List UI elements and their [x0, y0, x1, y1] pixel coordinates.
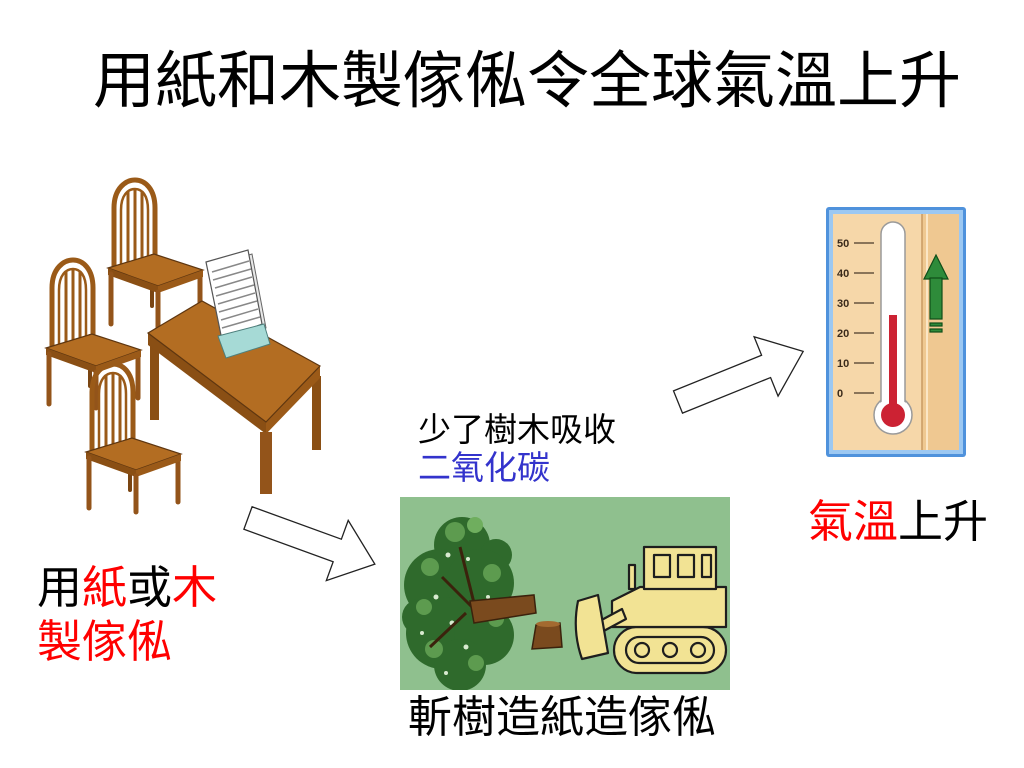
hollow-arrow-icon [672, 335, 805, 414]
tree-stump [531, 621, 563, 650]
caption-segment: 氣溫 [808, 495, 899, 548]
tree-trunk [469, 594, 537, 624]
furniture-caption-line-2: 製傢俬 [37, 615, 173, 668]
slide-title: 用紙和木製傢俬令全球氣溫上升 [93, 44, 962, 117]
furniture-caption-line-1: 用紙或木 [37, 561, 217, 615]
table [146, 300, 321, 494]
carbon-note-line-1: 少了樹木吸收 [418, 410, 616, 449]
caption-segment: 或 [127, 561, 173, 614]
chair-front [86, 364, 181, 512]
scale-label: 30 [837, 298, 849, 310]
furniture-illustration [40, 176, 321, 516]
caption-segment: 木 [172, 561, 218, 614]
mercury-bulb [881, 403, 905, 427]
scale-label: 40 [837, 268, 849, 280]
thermometer-scale: 50 40 30 20 10 0 [837, 238, 874, 400]
bulldozer-blade [574, 593, 610, 661]
up-arrow-icon [923, 253, 949, 333]
caption-segment: 紙 [82, 561, 128, 614]
tree-felling-illustration [400, 497, 730, 690]
paper-stack [205, 249, 271, 359]
paper-tray [217, 323, 271, 359]
caption-segment: 上升 [898, 495, 989, 548]
bulldozer [574, 545, 728, 675]
tree-crown [402, 517, 514, 690]
scale-label: 50 [837, 238, 849, 250]
mercury-column [889, 315, 897, 411]
bulldozer-body [610, 585, 728, 629]
caption-segment: 用 [37, 561, 83, 614]
temperature-caption: 氣溫上升 [808, 495, 988, 549]
chair-back [108, 180, 203, 328]
scale-label: 0 [837, 388, 843, 400]
hollow-arrow-icon [243, 505, 376, 582]
thermometer-illustration: 50 40 30 20 10 0 [826, 207, 966, 457]
carbon-note-line-2: 二氧化碳 [418, 448, 550, 487]
furniture-caption: 用紙或木 製傢俬 [37, 561, 217, 669]
carbon-note: 少了樹木吸收 二氧化碳 [418, 411, 616, 487]
scale-label: 20 [837, 328, 849, 340]
tree-felling-caption: 斬樹造紙造傢俬 [408, 692, 716, 743]
scale-label: 10 [837, 358, 849, 370]
